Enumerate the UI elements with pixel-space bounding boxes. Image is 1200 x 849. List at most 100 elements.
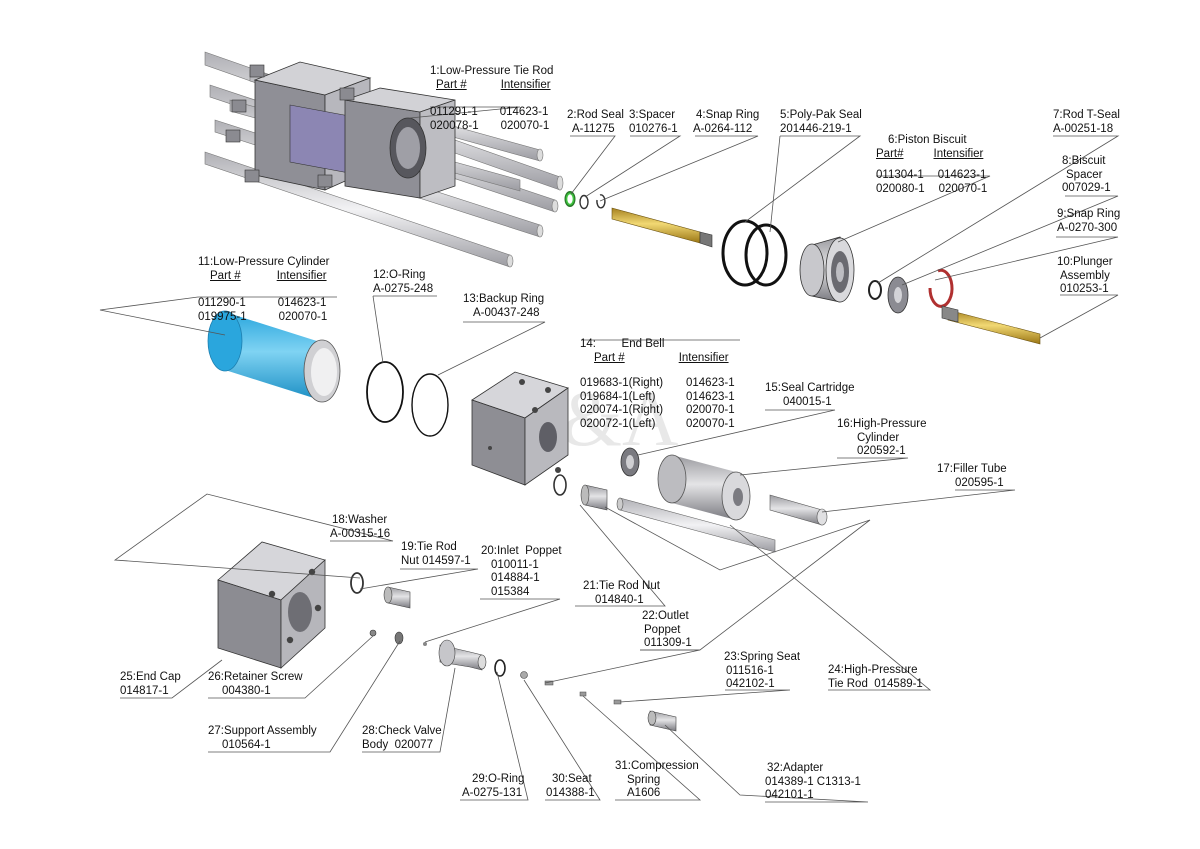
callout-18-title: 18:Washer	[332, 514, 388, 526]
callout-6-r1c2: 014623-1	[937, 169, 987, 181]
end-cap-drawing	[217, 541, 326, 669]
callout-14-r4c1: 020072-1(Left)	[580, 417, 656, 430]
callout-8-part: 007029-1	[1062, 182, 1111, 194]
callout-8-title: 8:Biscuit	[1062, 155, 1106, 167]
callout-16-title2: Cylinder	[857, 431, 900, 444]
callout-20-part-3: 015384	[491, 585, 530, 598]
callout-1-r2c1: 020078-1	[430, 119, 479, 132]
callout-1-r1c2: 014623-1	[499, 106, 549, 118]
snap-ring-drawing	[596, 194, 606, 209]
callout-29-part: A-0275-131	[462, 786, 523, 799]
callout-31-title: 31:Compression	[615, 760, 699, 772]
callout-10-title2: Assembly	[1060, 269, 1110, 282]
callout-28-part: Body 020077	[362, 738, 433, 751]
biscuit-spacer-drawing	[887, 276, 909, 314]
callout-22-title2: Poppet	[644, 623, 681, 636]
callout-14-col1: Part #	[594, 351, 625, 364]
plunger-assembly-drawing	[941, 305, 1041, 345]
callout-3-title: 3:Spacer	[629, 109, 676, 121]
washer-drawing	[350, 572, 364, 594]
callout-19-title: 19:Tie Rod	[401, 541, 457, 553]
callout-14-r2c2: 014623-1	[686, 390, 735, 403]
callout-17-part: 020595-1	[955, 476, 1004, 489]
callout-6-r2c1: 020080-1	[876, 182, 925, 195]
callout-20-title: 20:Inlet Poppet	[481, 545, 562, 557]
spacer-drawing	[579, 194, 589, 210]
callout-30-title: 30:Seat	[552, 773, 592, 785]
callout-14-r4c2: 020070-1	[686, 417, 735, 430]
rod-t-seal-drawing	[868, 280, 882, 300]
callout-23-part-2: 042102-1	[726, 678, 775, 690]
callout-29-title: 29:O-Ring	[472, 773, 525, 785]
callout-22-part: 011309-1	[644, 637, 692, 649]
backup-ring-drawing	[411, 373, 449, 437]
callout-6-col2: Intensifier	[933, 147, 984, 160]
callout-3-part: 010276-1	[629, 122, 678, 135]
callout-1-r2c2: 020070-1	[500, 119, 550, 132]
callout-14-r1c2: 014623-1	[686, 377, 735, 389]
filler-tube-drawing	[769, 494, 828, 526]
callout-11-title: 11:Low-Pressure Cylinder	[198, 256, 330, 268]
callout-25-title: 25:End Cap	[120, 671, 181, 683]
callout-14-r3c1: 020074-1(Right)	[580, 404, 664, 416]
callout-11-r2c2: 020070-1	[278, 310, 328, 323]
callout-27-title: 27:Support Assembly	[208, 725, 317, 737]
callout-6-r1c1: 011304-1	[876, 169, 924, 181]
callout-6-r2c2: 020070-1	[938, 182, 988, 195]
o-ring-29-drawing	[494, 659, 506, 677]
retainer-screw-drawing	[369, 629, 377, 637]
callout-23-part-1: 011516-1	[726, 664, 774, 677]
callout-9-title: 9:Snap Ring	[1057, 208, 1121, 220]
callout-10-part: 010253-1	[1060, 283, 1109, 295]
check-valve-body-drawing	[438, 639, 487, 671]
o-ring-12-drawing	[366, 361, 404, 423]
seat-drawing	[520, 671, 528, 679]
callout-30-part: 014388-1	[546, 786, 595, 799]
callout-14-r1c1: 019683-1(Right)	[580, 377, 664, 389]
end-bell-drawing	[471, 371, 569, 486]
compression-spring-drawing	[579, 691, 587, 697]
spring-seat-drawing	[613, 699, 622, 705]
inlet-poppet-drawing	[423, 642, 427, 646]
high-pressure-cylinder-drawing	[657, 454, 751, 521]
callout-11-r1c2: 014623-1	[277, 297, 327, 309]
callout-4-title: 4:Snap Ring	[696, 109, 760, 121]
callout-16-title: 16:High-Pressure	[837, 418, 927, 430]
tie-rod-nut-21-drawing	[580, 484, 608, 511]
callout-15-part: 040015-1	[783, 395, 832, 408]
callout-31-title2: Spring	[627, 773, 661, 786]
callout-11-r1c1: 011290-1	[198, 297, 246, 309]
callout-21-part: 014840-1	[595, 593, 644, 606]
callout-14-title: 14: End Bell	[580, 338, 665, 350]
callout-25-part: 014817-1	[120, 684, 169, 697]
seal-cartridge-drawing	[620, 447, 640, 477]
callout-1-title: 1:Low-Pressure Tie Rod	[430, 65, 554, 77]
callout-1-r1c1: 011291-1	[430, 106, 478, 118]
callout-7-part: A-00251-18	[1053, 122, 1114, 135]
callout-27-part: 010564-1	[222, 738, 271, 751]
callout-11-r2c1: 019975-1	[198, 310, 247, 323]
callout-5-part: 201446-219-1	[780, 122, 852, 135]
callout-13-part: A-00437-248	[473, 306, 540, 319]
washer-drawing-upper	[553, 474, 567, 496]
callout-19-part: Nut 014597-1	[401, 554, 471, 567]
